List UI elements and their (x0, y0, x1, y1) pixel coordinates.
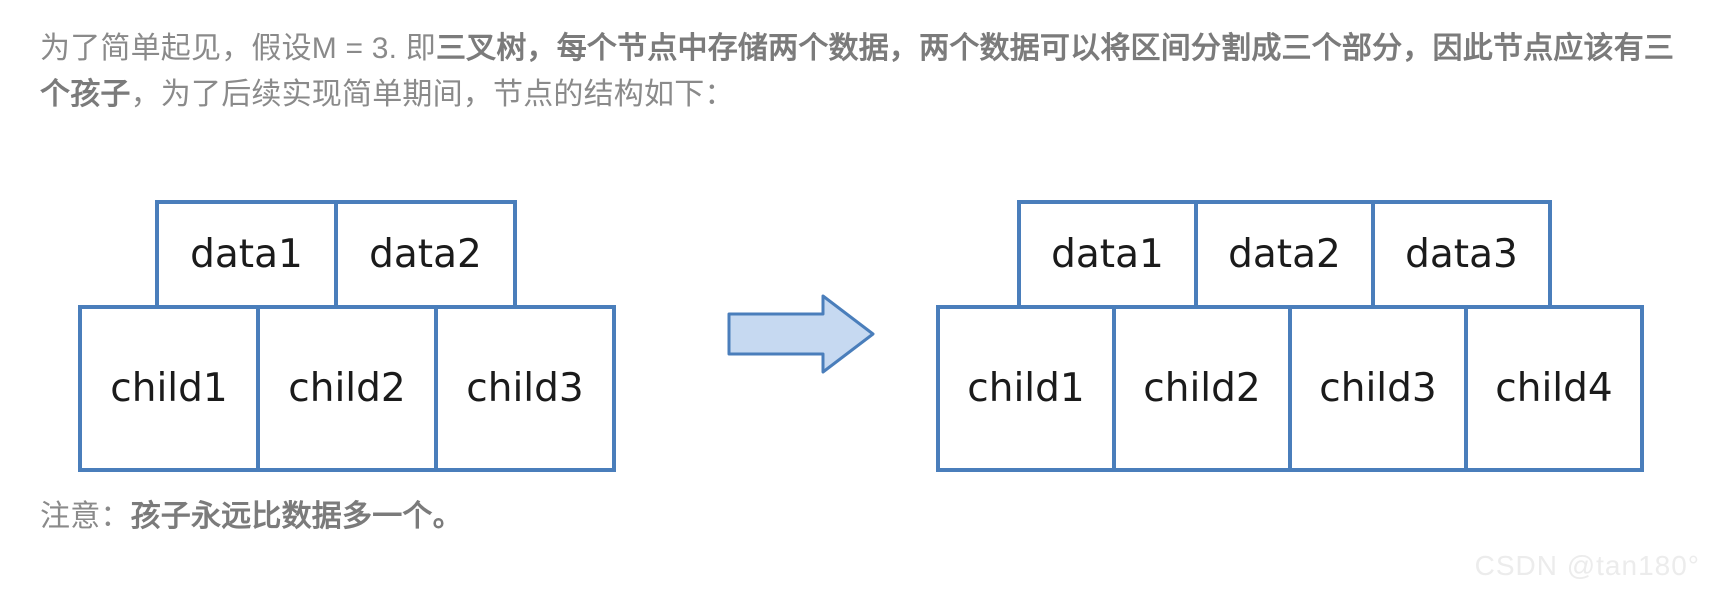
data-cell: data2 (334, 200, 517, 309)
child-cell: child3 (1288, 305, 1468, 472)
child-cell: child1 (78, 305, 260, 472)
intro-bold-text: 三叉树，每个节点中存储两个数据，两个数据可以将区间分割成三个部分，因此节点应该有… (40, 32, 1675, 111)
intro-lead-text: 为了简单起见，假设M = 3. 即 (40, 32, 436, 65)
note-label: 注意： (40, 500, 131, 533)
note-paragraph: 注意：孩子永远比数据多一个。 (40, 494, 1700, 540)
child-row-right: child1 child2 child3 child4 (936, 305, 1644, 472)
child-cell: child2 (256, 305, 438, 472)
data-cell: data1 (155, 200, 338, 309)
csdn-watermark: CSDN @tan180° (1474, 550, 1700, 581)
child-cell: child1 (936, 305, 1116, 472)
data-cell: data2 (1194, 200, 1375, 309)
child-cell: child4 (1464, 305, 1644, 472)
data-cell: data1 (1017, 200, 1198, 309)
note-emphasis-text: 孩子永远比数据多一个。 (130, 500, 463, 533)
intro-tail-text: ，为了后续实现简单期间，节点的结构如下： (130, 78, 735, 111)
child-cell: child3 (434, 305, 616, 472)
data-cell: data3 (1371, 200, 1552, 309)
data-row-left: data1 data2 (155, 200, 517, 309)
data-row-right: data1 data2 data3 (1017, 200, 1552, 309)
child-row-left: child1 child2 child3 (78, 305, 616, 472)
child-cell: child2 (1112, 305, 1292, 472)
right-arrow-icon (727, 292, 875, 376)
intro-paragraph: 为了简单起见，假设M = 3. 即三叉树，每个节点中存储两个数据，两个数据可以将… (40, 26, 1700, 118)
